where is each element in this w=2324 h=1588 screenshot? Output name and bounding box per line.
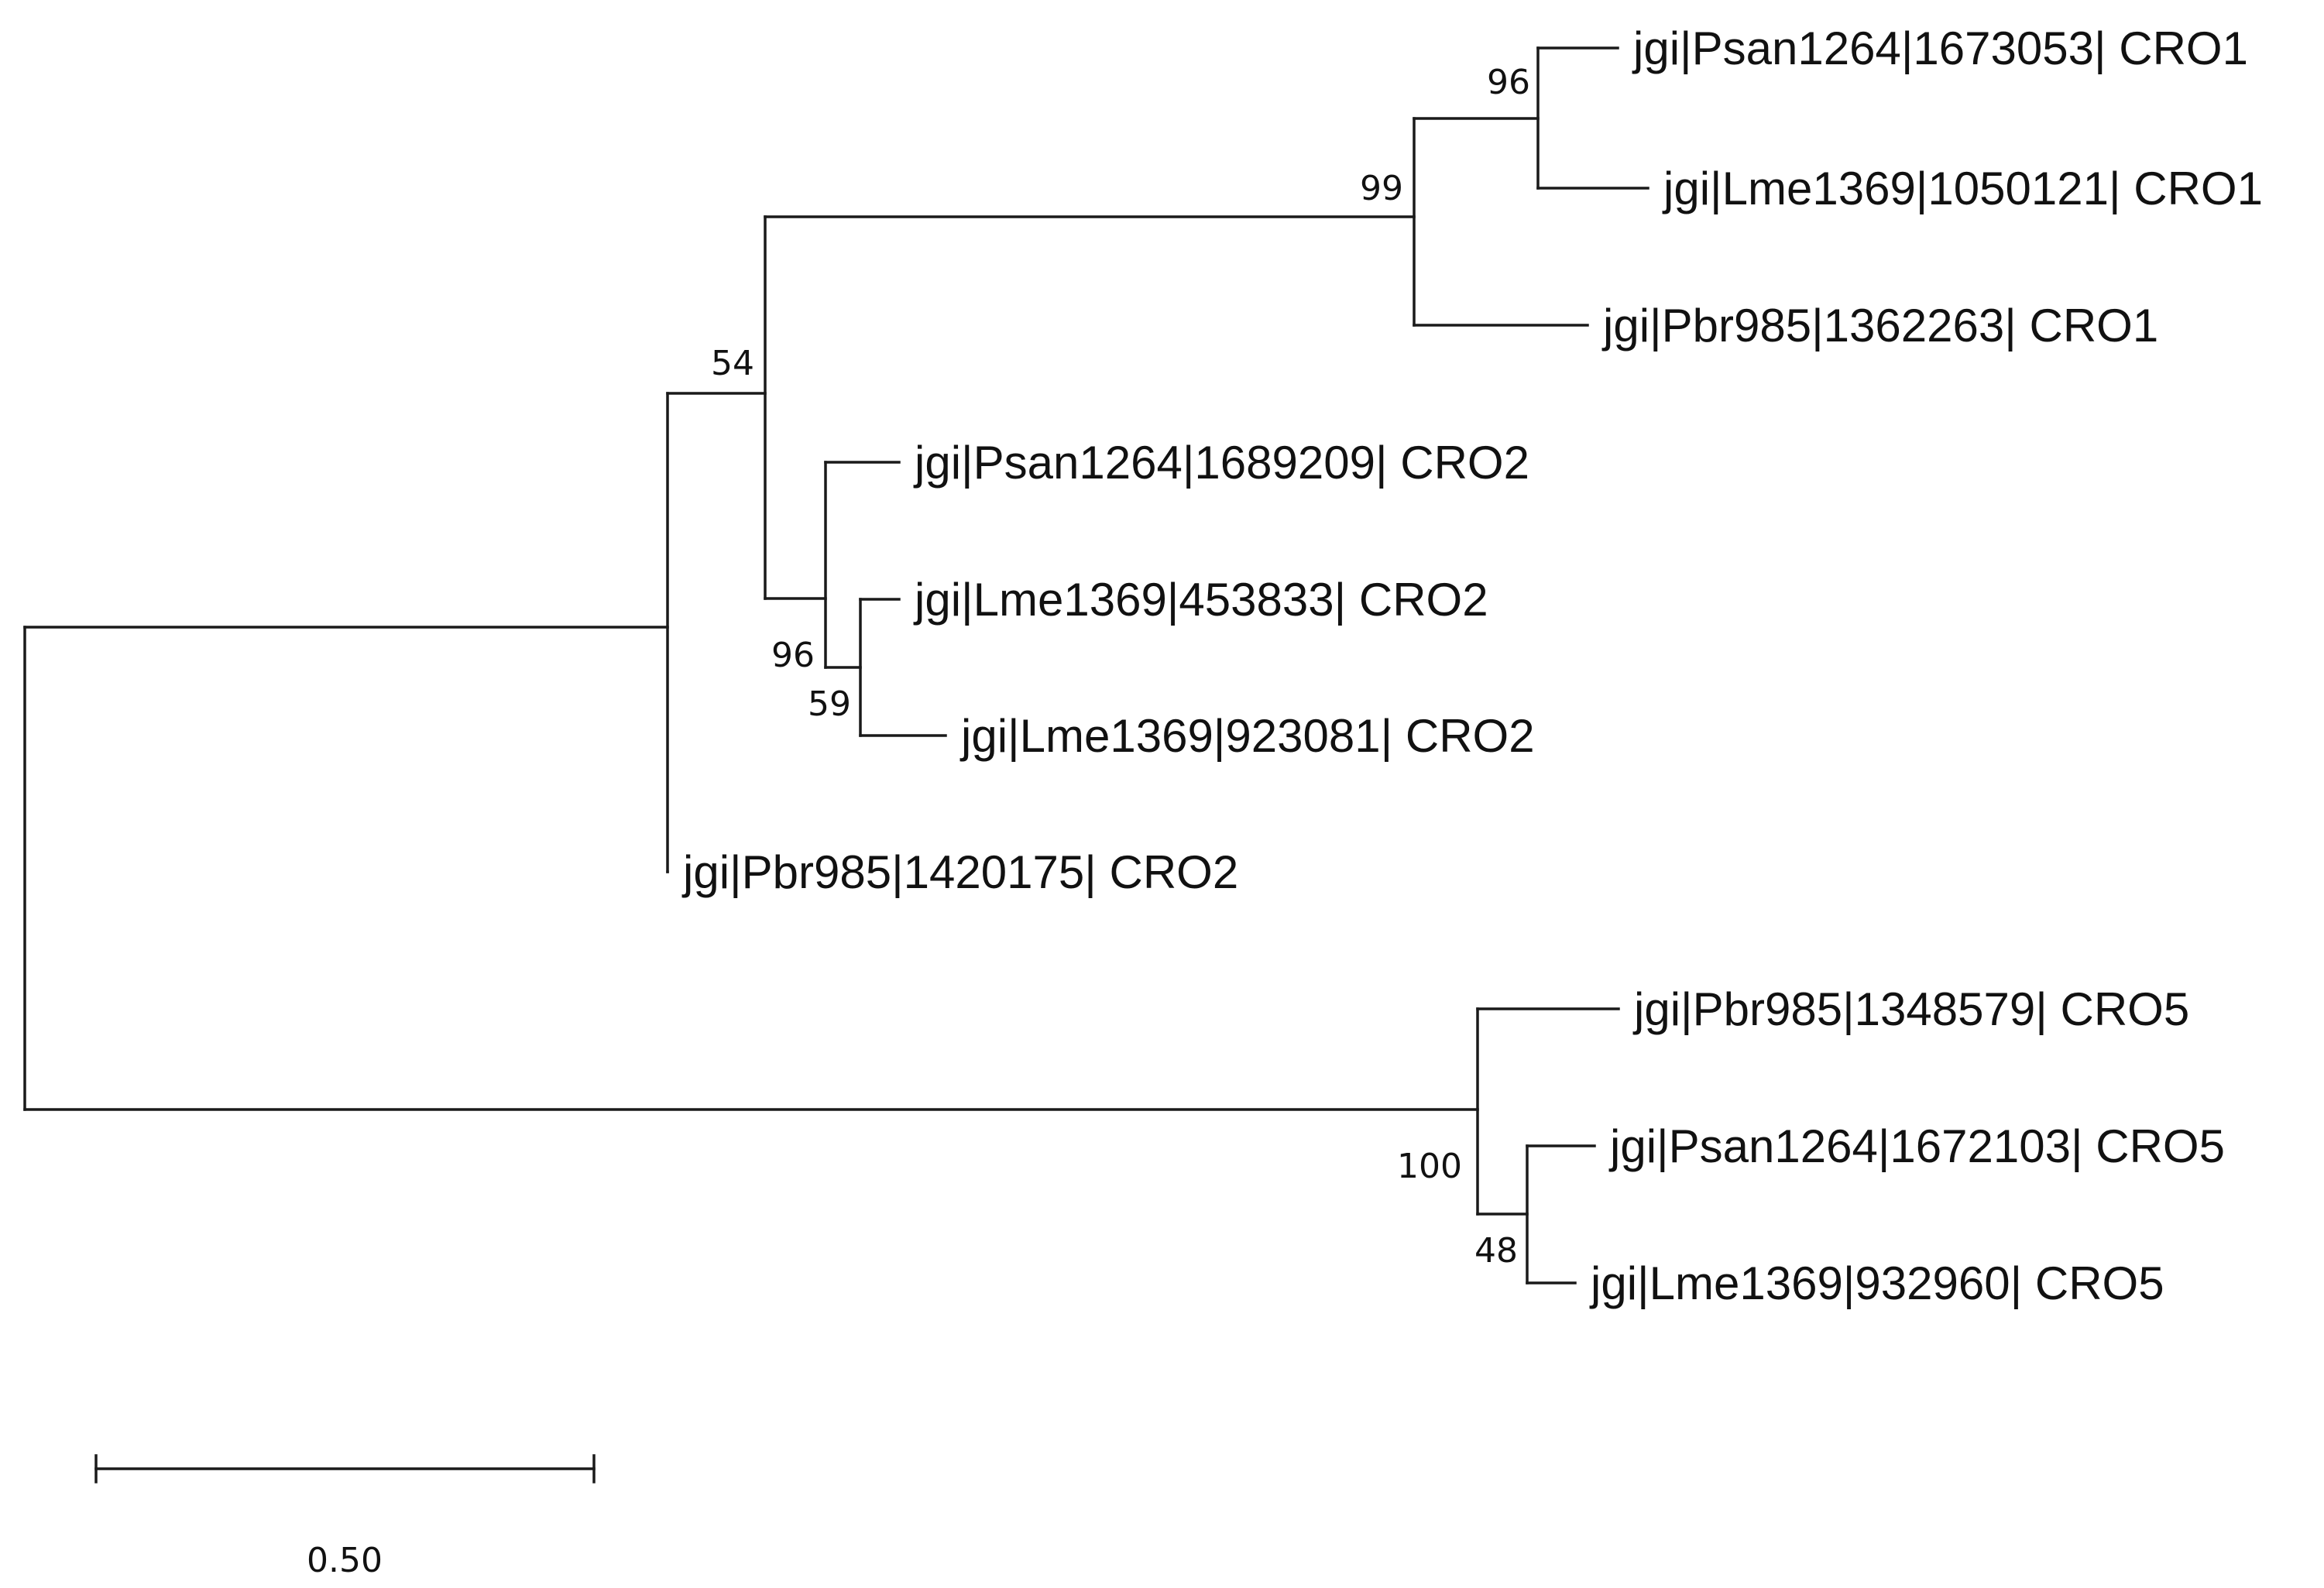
leaf-label: jgi|Lme1369|932960| CRO5 — [1589, 1257, 2164, 1309]
scale-bar-label: 0.50 — [307, 1541, 383, 1580]
leaf-label: jgi|Psan1264|1672103| CRO5 — [1608, 1120, 2225, 1172]
bootstrap-value: 100 — [1397, 1147, 1462, 1186]
scale-bar: 0.50 — [94, 1454, 596, 1580]
leaf-label: jgi|Psan1264|1673053| CRO1 — [1632, 22, 2248, 74]
tree-branches — [23, 46, 1649, 1284]
bootstrap-value: 96 — [771, 636, 815, 675]
bootstrap-value: 54 — [711, 344, 754, 383]
bootstrap-value: 59 — [808, 684, 851, 724]
leaf-label: jgi|Lme1369|1050121| CRO1 — [1662, 163, 2263, 214]
bootstrap-value: 48 — [1474, 1231, 1518, 1271]
leaf-label: jgi|Psan1264|1689209| CRO2 — [913, 437, 1529, 489]
leaf-labels: jgi|Psan1264|1673053| CRO1 jgi|Lme1369|10… — [681, 22, 2263, 1309]
leaf-label: jgi|Pbr985|1420175| CRO2 — [681, 846, 1238, 898]
bootstrap-value: 96 — [1487, 63, 1530, 102]
leaf-label: jgi|Pbr985|1348579| CRO5 — [1632, 983, 2189, 1035]
bootstrap-value: 99 — [1360, 169, 1403, 208]
leaf-label: jgi|Pbr985|1362263| CRO1 — [1601, 300, 2158, 352]
leaf-label: jgi|Lme1369|453833| CRO2 — [913, 574, 1488, 626]
bootstrap-labels: 96 99 54 96 59 100 48 — [711, 63, 1530, 1271]
leaf-label: jgi|Lme1369|923081| CRO2 — [959, 710, 1535, 762]
